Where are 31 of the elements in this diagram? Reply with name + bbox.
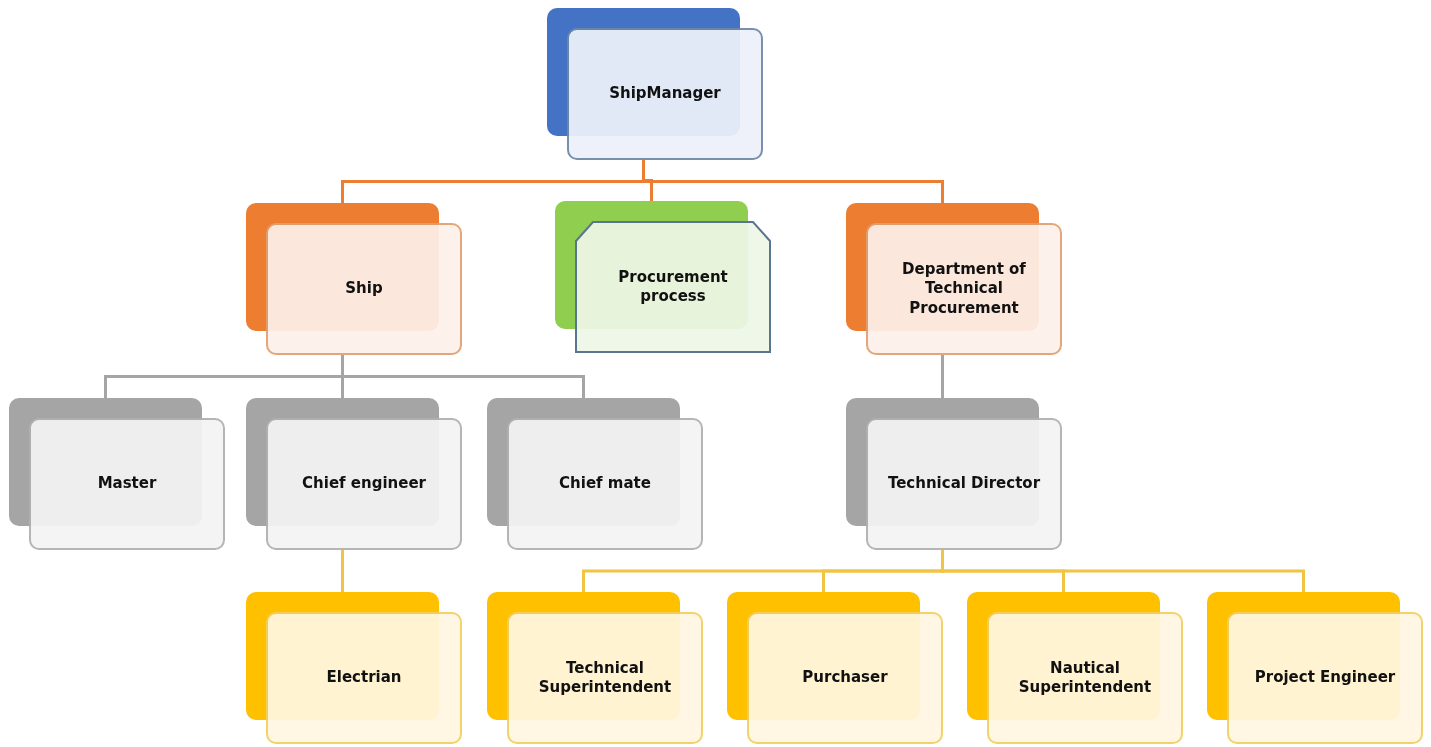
org-chart-box [846, 398, 1062, 550]
org-chart-box [1207, 592, 1423, 744]
org-chart-box [246, 592, 462, 744]
box-label: Technical Superintendent [537, 658, 673, 698]
box-label: Purchaser [802, 668, 888, 688]
connector-line [642, 160, 944, 203]
org-chart-box [246, 203, 462, 355]
box-label: Department of Technical Procurement [901, 259, 1027, 319]
org-chart-box [846, 203, 1062, 355]
box-label: Electrian [326, 668, 402, 688]
connector-line [341, 550, 344, 592]
connector-line [941, 550, 1305, 592]
org-chart-box [246, 398, 462, 550]
box-label: Chief engineer [302, 474, 426, 494]
org-chart-box [487, 398, 703, 550]
org-chart-box [547, 8, 763, 160]
org-chart-box [487, 592, 703, 744]
org-chart-box [9, 398, 225, 550]
box-label: Nautical Superintendent [1017, 658, 1153, 698]
box-label: Procurement process [617, 267, 729, 307]
connector-line [341, 355, 585, 398]
box-label: Ship [345, 279, 383, 299]
box-label: Chief mate [559, 474, 651, 494]
box-label: Technical Director [887, 474, 1041, 494]
org-chart-box [727, 592, 943, 744]
box-label: Master [97, 474, 157, 494]
org-chart-box [967, 592, 1183, 744]
box-label: Project Engineer [1254, 668, 1396, 688]
box-label: ShipManager [609, 84, 721, 104]
org-chart-box [555, 201, 771, 353]
connector-line [941, 355, 944, 398]
